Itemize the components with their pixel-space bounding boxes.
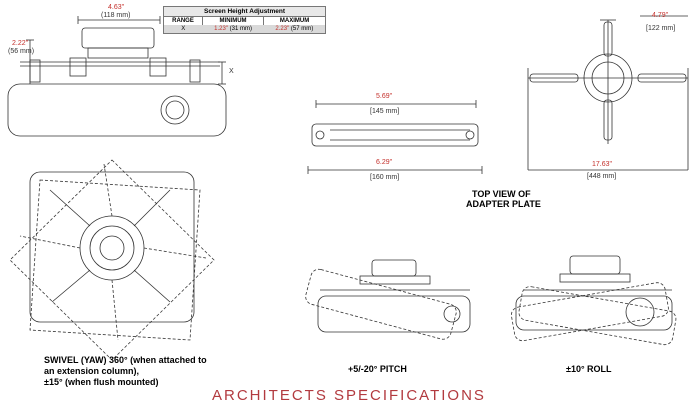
table-header-range: RANGE xyxy=(163,16,203,25)
dim-top-width-in: 4.63" xyxy=(108,4,125,11)
dim-span-mm: [448 mm] xyxy=(587,173,617,180)
adapter-cross-top-view xyxy=(527,15,689,171)
dim-plate-inner-mm: [145 mm] xyxy=(370,108,400,115)
table-cell-range: X xyxy=(163,25,203,34)
table-cell-minimum: 1.23" (31 mm) xyxy=(202,25,264,34)
table-cell-maximum: 2.23" (57 mm) xyxy=(263,25,326,34)
caption-roll: ±10° ROLL xyxy=(566,364,612,374)
table-row: X 1.23" (31 mm) 2.23" (57 mm) xyxy=(163,25,326,34)
table-header-minimum: MINIMUM xyxy=(201,16,265,25)
dim-span-in: 17.63" xyxy=(592,161,613,168)
caption-adapter-bottom: ADAPTER PLATE xyxy=(466,199,541,209)
pitch-side-view xyxy=(305,259,471,340)
dim-arm-mm: [122 mm] xyxy=(646,25,676,32)
min-mm: (31 mm) xyxy=(229,26,252,32)
projector-side-view xyxy=(7,16,227,137)
caption-swivel-line1: SWIVEL (YAW) 360° (when attached to xyxy=(44,355,207,365)
caption-swivel-line3: ±15° (when flush mounted) xyxy=(44,377,159,387)
max-inches: 2.23" xyxy=(275,26,290,32)
page-title: ARCHITECTS SPECIFICATIONS xyxy=(212,387,486,404)
roll-side-view xyxy=(510,255,677,346)
table-title: Screen Height Adjustment xyxy=(163,6,326,17)
caption-swivel-line2: an extension column), xyxy=(44,366,140,376)
dim-arm-in: 4.79" xyxy=(652,12,669,19)
dim-plate-inner-in: 5.69" xyxy=(376,93,393,100)
min-inches: 1.23" xyxy=(214,26,228,32)
caption-pitch: +5/-20° PITCH xyxy=(348,364,407,374)
table-header-maximum: MAXIMUM xyxy=(263,16,326,25)
dim-plate-outer-in: 6.29" xyxy=(376,159,393,166)
dim-top-width-mm: (118 mm) xyxy=(101,12,131,19)
dim-x-label: X xyxy=(229,68,234,75)
screen-height-table: Screen Height Adjustment RANGE MINIMUM M… xyxy=(163,6,326,34)
adapter-plate-side-view xyxy=(307,100,483,174)
dim-plate-outer-mm: [160 mm] xyxy=(370,174,400,181)
max-mm: (57 mm) xyxy=(290,26,314,32)
caption-adapter-top: TOP VIEW OF xyxy=(472,189,531,199)
dim-side-height-mm: (56 mm) xyxy=(8,48,35,55)
swivel-top-view xyxy=(9,159,215,361)
dim-side-height-in: 2.22" xyxy=(12,40,29,47)
